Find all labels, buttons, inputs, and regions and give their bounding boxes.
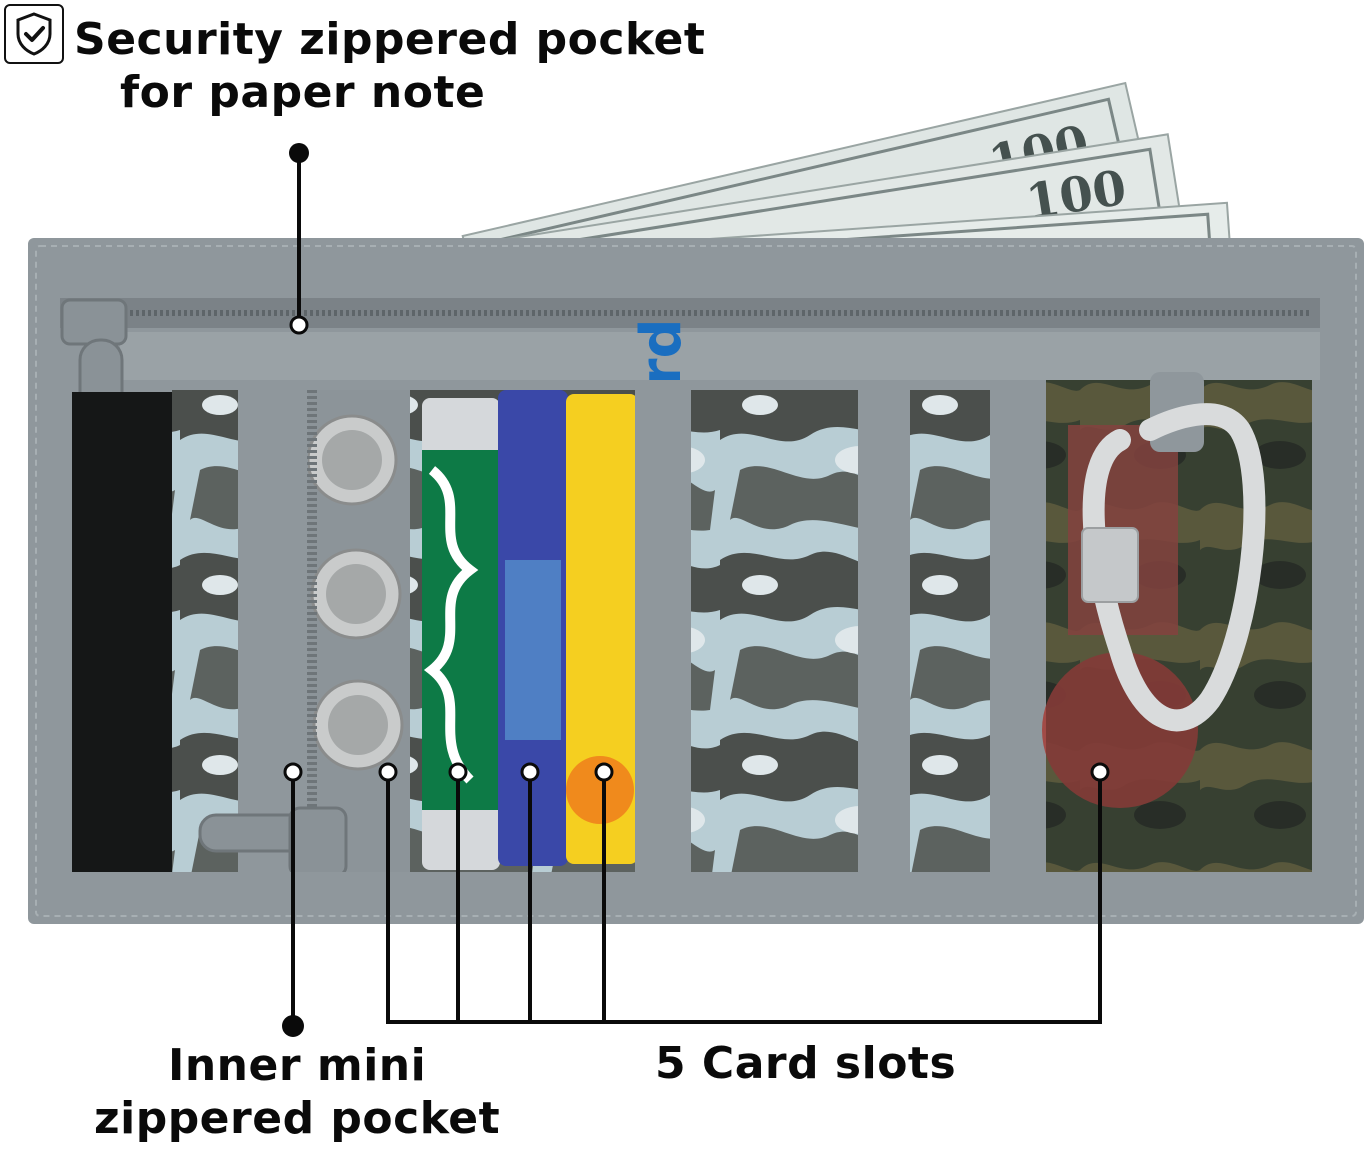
inner-pocket-line2: zippered pocket	[94, 1092, 501, 1144]
security-pocket-line1: Security zippered pocket	[74, 14, 706, 65]
callout-dots	[283, 315, 1110, 782]
card-slots-label: 5 Card slots	[655, 1038, 957, 1089]
zipper-pull-inner	[198, 806, 348, 878]
security-pocket-line2: for paper note	[120, 66, 486, 118]
inner-pocket-line1: Inner mini	[167, 1040, 427, 1091]
inner-pocket-label: Inner mini zippered pocket	[94, 1040, 500, 1146]
card-slot-dividers	[238, 380, 1046, 880]
cards: Card	[422, 318, 694, 870]
callout-lines	[291, 153, 1102, 1024]
carabiner	[1081, 372, 1266, 732]
security-pocket-label: Security zippered pocket for paper note	[74, 14, 705, 120]
shield-check-icon	[4, 4, 64, 64]
coins	[306, 414, 404, 771]
